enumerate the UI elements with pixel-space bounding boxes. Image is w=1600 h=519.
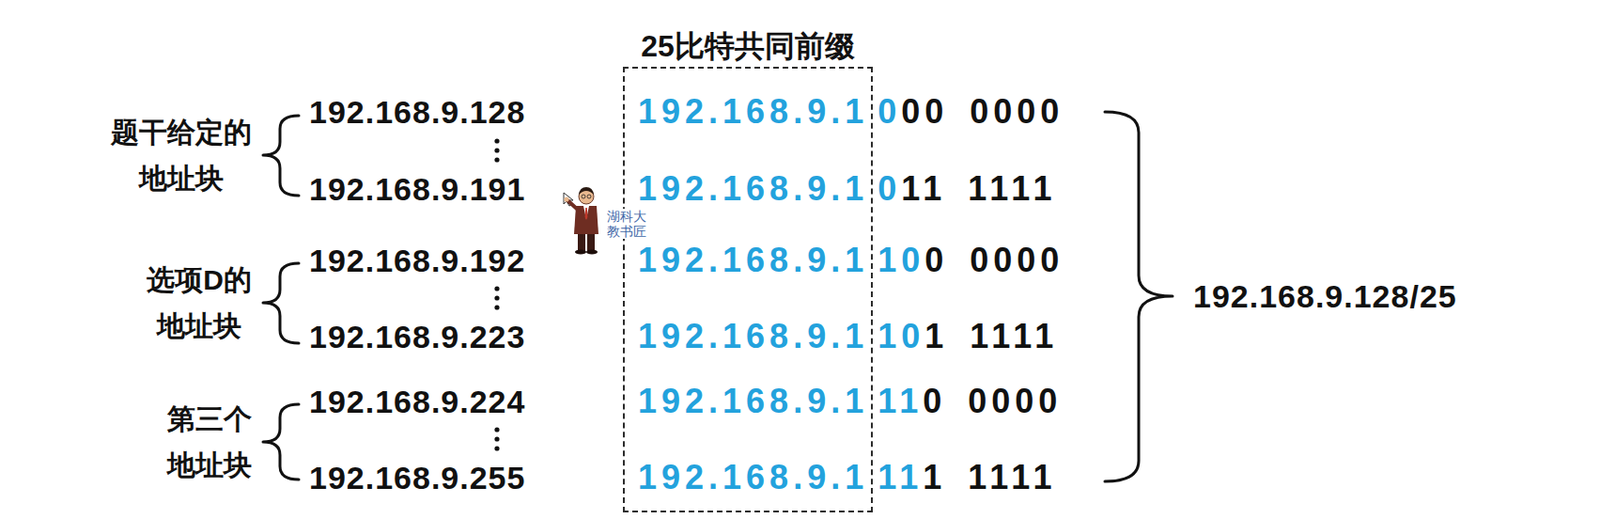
- ellipsis-dot: [494, 285, 499, 291]
- teacher-figure: [563, 186, 599, 255]
- prefix-bits: 192.168.9.1: [637, 239, 869, 280]
- highlight-bits: 11: [877, 380, 923, 421]
- prefix-bits: 192.168.9.1: [637, 315, 869, 357]
- ellipsis-dot: [494, 138, 499, 143]
- aggregate-address: 192.168.9.128/25: [1193, 277, 1458, 316]
- prefix-bits: 192.168.9.1: [637, 91, 869, 132]
- left-brace: [263, 403, 299, 480]
- highlight-bits: 11: [877, 456, 923, 498]
- host-bits: 0 0000: [924, 239, 1064, 280]
- address-text: 192.168.9.255: [309, 458, 526, 498]
- highlight-bits: 0: [877, 168, 901, 209]
- group-label: 选项D的 地址块: [146, 256, 252, 349]
- host-bits: 11 1111: [900, 168, 1057, 209]
- host-bits: 00 0000: [900, 91, 1064, 132]
- ellipsis-dot: [494, 445, 499, 451]
- left-brace: [263, 263, 299, 343]
- prefix-box: 25比特共同前缀: [622, 66, 873, 513]
- ellipsis-dot: [494, 304, 499, 310]
- host-bits: 1 1111: [922, 456, 1057, 498]
- ellipsis-dot: [494, 156, 499, 162]
- address-text: 192.168.9.224: [309, 382, 526, 421]
- group-label: 第三个 地址块: [167, 395, 252, 488]
- prefix-bits: 192.168.9.1: [637, 456, 869, 498]
- ellipsis-dot: [494, 435, 499, 441]
- host-bits: 0 0000: [922, 380, 1062, 421]
- host-bits: 1 1111: [924, 315, 1058, 357]
- left-brace: [263, 115, 299, 196]
- ellipsis-dot: [494, 147, 499, 153]
- address-text: 192.168.9.192: [309, 241, 526, 280]
- highlight-bits: 0: [877, 91, 901, 132]
- prefix-bits: 192.168.9.1: [637, 168, 869, 209]
- address-text: 192.168.9.191: [309, 170, 526, 209]
- address-text: 192.168.9.128: [309, 93, 526, 132]
- highlight-bits: 10: [877, 315, 925, 357]
- highlight-bits: 10: [877, 239, 925, 280]
- group-label: 题干给定的 地址块: [110, 108, 252, 202]
- box-heading: 25比特共同前缀: [640, 29, 855, 64]
- address-text: 192.168.9.223: [309, 317, 526, 357]
- right-brace: [1104, 111, 1173, 482]
- ellipsis-dot: [494, 426, 499, 432]
- prefix-bits: 192.168.9.1: [637, 380, 869, 421]
- ellipsis-dot: [494, 295, 499, 300]
- watermark: 湖科大 教书匠: [605, 208, 648, 239]
